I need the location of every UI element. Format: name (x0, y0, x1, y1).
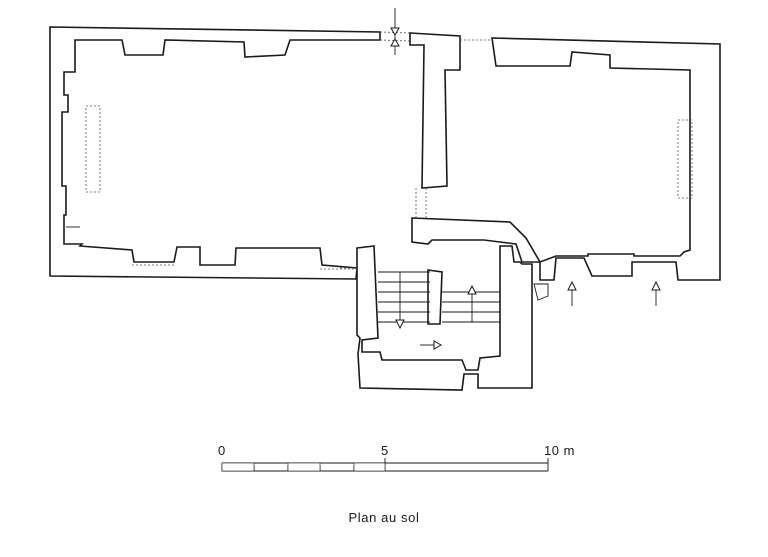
plan-caption: Plan au sol (348, 510, 420, 525)
left-room (49, 26, 381, 280)
stair-annex (340, 245, 533, 391)
right-room (491, 37, 721, 306)
scale-tick-5: 5 (381, 443, 389, 458)
center-wall (409, 32, 542, 263)
scale-bar (221, 458, 549, 472)
top-entrance (379, 8, 411, 55)
scale-tick-10: 10 m (544, 443, 575, 458)
scale-tick-0: 0 (218, 443, 226, 458)
